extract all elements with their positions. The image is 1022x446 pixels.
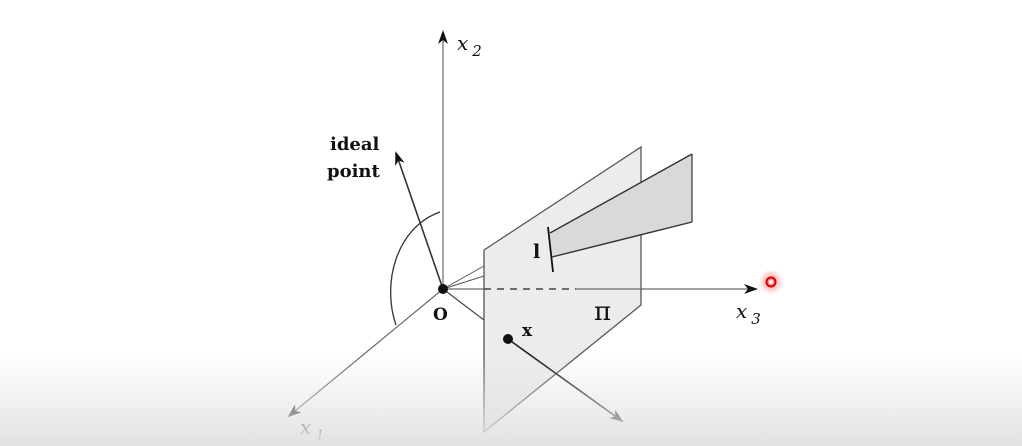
- origin-label: O: [433, 305, 448, 325]
- wedge-lower-edge: [551, 221, 693, 258]
- line-plane-wedge: [550, 154, 692, 257]
- laser-pointer: [758, 269, 784, 295]
- line-l-label: l: [533, 241, 540, 263]
- ray-to-l-top: [442, 265, 485, 290]
- ideal-point-label-line2: point: [327, 161, 381, 182]
- point-x: [503, 334, 513, 344]
- point-x-label: x: [522, 321, 533, 341]
- ray-to-l-bottom: [442, 275, 485, 290]
- angle-arc: [390, 211, 441, 326]
- axis-x1: [287, 288, 444, 418]
- ideal-point-direction: [395, 151, 444, 290]
- plane-pi-label: π: [594, 297, 611, 327]
- o-to-plane-segment: [442, 288, 485, 321]
- line-l-segment: [547, 226, 554, 273]
- wedge-upper-edge: [549, 153, 693, 234]
- origin-point: [438, 284, 448, 294]
- ideal-point-label-line1: ideal: [330, 134, 380, 155]
